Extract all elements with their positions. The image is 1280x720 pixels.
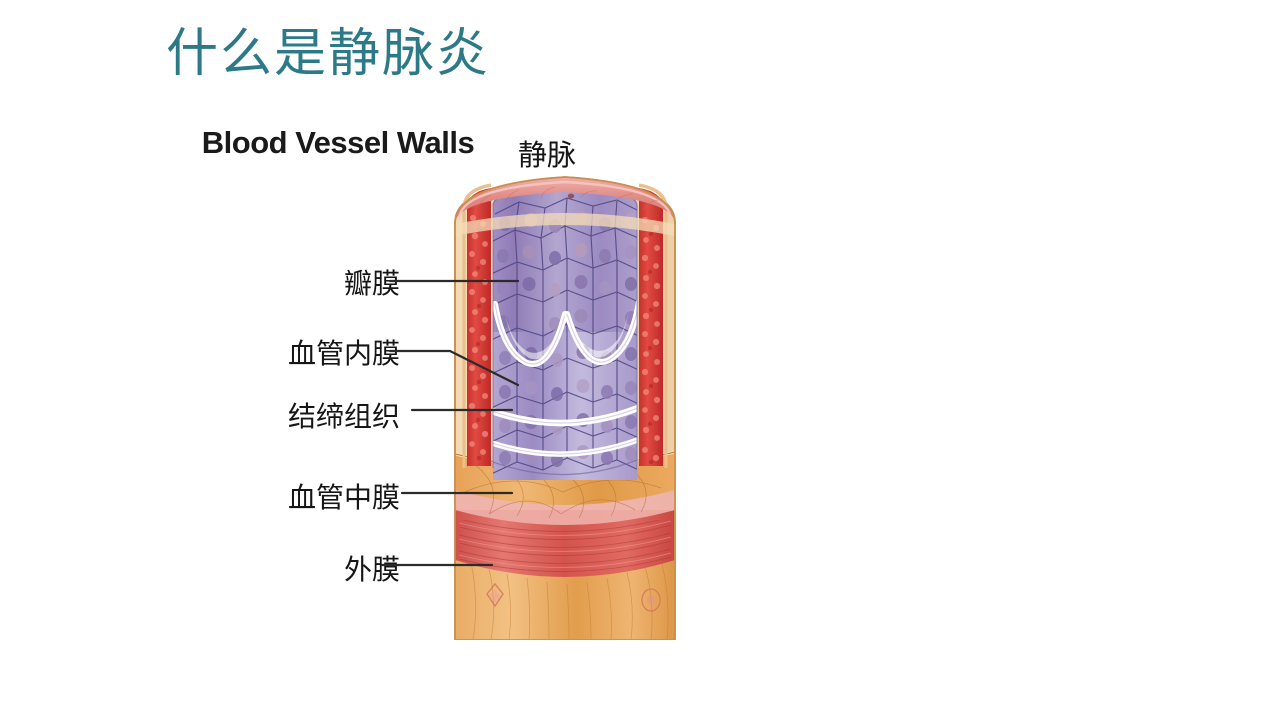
blood-column-right — [639, 188, 663, 466]
page-title: 什么是静脉炎 — [166, 24, 491, 84]
label-tunica-media: 血管中膜 — [287, 481, 400, 514]
venous-valve-leaflets — [493, 299, 637, 457]
diagram-heading: Blood Vessel Walls — [201, 125, 475, 160]
label-tunica-adventitia: 外膜 — [343, 553, 400, 586]
vein-cross-section-illustration — [454, 176, 676, 640]
label-tunica-intima: 血管内膜 — [287, 337, 400, 370]
label-valve: 瓣膜 — [343, 267, 400, 300]
blood-vessel-diagram: Blood Vessel Walls 静脉 瓣膜 血管内膜 结缔组织 血管中膜 … — [150, 110, 720, 640]
label-vein: 静脉 — [518, 138, 577, 172]
label-connective-tissue: 结缔组织 — [287, 400, 400, 433]
